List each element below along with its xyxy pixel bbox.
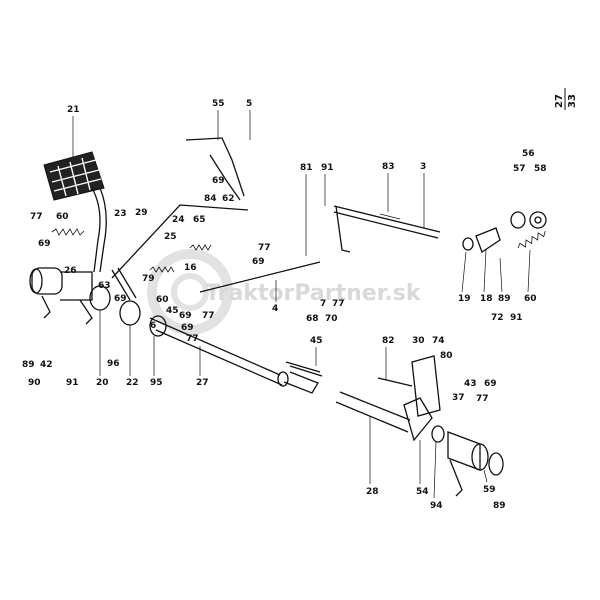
label-95: 95: [150, 378, 163, 388]
label-84: 84: [204, 194, 217, 204]
label-45: 45: [310, 336, 323, 346]
cross-shaft-27: [149, 317, 319, 394]
label-68: 68: [306, 314, 319, 324]
label-83: 83: [382, 162, 395, 172]
parts-drawing: [29, 137, 547, 497]
gear-icon: [147, 249, 233, 335]
label-63: 63: [98, 281, 111, 291]
label-60: 60: [524, 294, 537, 304]
lever-18: [462, 211, 547, 253]
label-30: 30: [412, 336, 425, 346]
label-16: 16: [184, 263, 197, 273]
label-91: 91: [510, 313, 523, 323]
shaft-28: [335, 391, 445, 443]
rod-55: [185, 137, 245, 201]
label-94: 94: [430, 501, 443, 511]
label-69: 69: [114, 294, 127, 304]
springs: [51, 228, 546, 273]
label-18: 18: [480, 294, 493, 304]
pins-45: [285, 361, 323, 377]
label-69: 69: [181, 323, 194, 333]
label-55: 55: [212, 99, 225, 109]
label-80: 80: [440, 351, 453, 361]
label-69: 69: [38, 239, 51, 249]
label-62: 62: [222, 194, 235, 204]
page-reference: 27 33: [554, 88, 578, 110]
label-90: 90: [28, 378, 41, 388]
label-27: 27: [196, 378, 209, 388]
label-77: 77: [186, 334, 199, 344]
label-60: 60: [56, 212, 69, 222]
rod-29: [111, 204, 249, 279]
label-3: 3: [420, 162, 426, 172]
label-5: 5: [246, 99, 252, 109]
label-6: 6: [150, 321, 156, 331]
label-25: 25: [164, 232, 177, 242]
label-21: 21: [67, 105, 80, 115]
shaft-3: [333, 205, 441, 253]
watermark: TraktorPartner.sk: [147, 249, 422, 335]
label-89: 89: [498, 294, 511, 304]
label-69: 69: [212, 176, 225, 186]
label-77: 77: [476, 394, 489, 404]
label-60: 60: [156, 295, 169, 305]
label-77: 77: [258, 243, 271, 253]
label-28: 28: [366, 487, 379, 497]
label-19: 19: [458, 294, 471, 304]
label-69: 69: [484, 379, 497, 389]
page-ref-top: 27: [554, 94, 565, 108]
label-91: 91: [66, 378, 79, 388]
label-81: 81: [300, 163, 313, 173]
bracket-30: [377, 355, 441, 417]
label-24: 24: [172, 215, 185, 225]
label-79: 79: [142, 274, 155, 284]
label-42: 42: [40, 360, 53, 370]
label-65: 65: [193, 215, 206, 225]
label-59: 59: [483, 485, 496, 495]
label-45: 45: [166, 306, 179, 316]
label-26: 26: [64, 266, 77, 276]
label-72: 72: [491, 313, 504, 323]
label-77: 77: [202, 311, 215, 321]
label-29: 29: [135, 208, 148, 218]
label-96: 96: [107, 359, 120, 369]
label-20: 20: [96, 378, 109, 388]
label-82: 82: [382, 336, 395, 346]
label-89: 89: [22, 360, 35, 370]
label-23: 23: [114, 209, 127, 219]
label-91: 91: [321, 163, 334, 173]
label-69: 69: [179, 311, 192, 321]
page-ref-bottom: 33: [567, 94, 578, 108]
label-77: 77: [332, 299, 345, 309]
leader-lines: [72, 110, 531, 499]
label-56: 56: [522, 149, 535, 159]
label-69: 69: [252, 257, 265, 267]
label-89: 89: [493, 501, 506, 511]
part-labels: 21 55 5 77 60 69 23 29 24 25 65 69 84 62…: [22, 99, 547, 511]
label-77: 77: [30, 212, 43, 222]
label-37: 37: [452, 393, 465, 403]
label-54: 54: [416, 487, 429, 497]
rod-4: [199, 261, 321, 293]
label-7: 7: [320, 299, 326, 309]
right-hub-assembly: [447, 431, 504, 497]
label-58: 58: [534, 164, 547, 174]
label-22: 22: [126, 378, 139, 388]
watermark-text: TraktorPartner.sk: [205, 281, 422, 306]
label-70: 70: [325, 314, 338, 324]
label-74: 74: [432, 336, 445, 346]
brake-pedal: [43, 151, 107, 273]
label-4: 4: [272, 304, 278, 314]
label-57: 57: [513, 164, 526, 174]
label-43: 43: [464, 379, 477, 389]
